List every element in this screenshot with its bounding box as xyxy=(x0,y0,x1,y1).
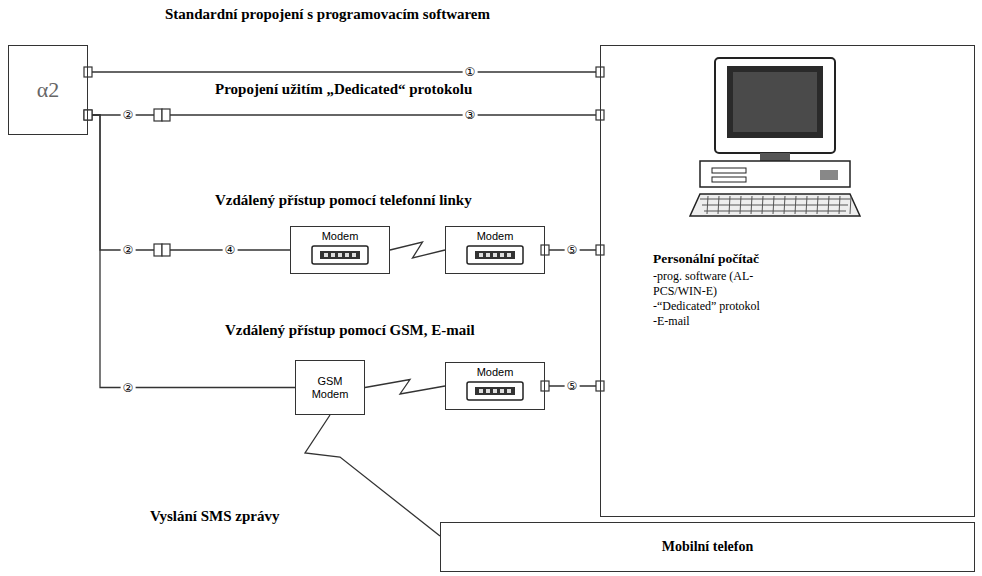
computer-feature: -“Dedicated” protokol xyxy=(653,299,964,314)
computer-box: Personální počítač -prog. software (AL-PC… xyxy=(600,45,975,517)
phone-name: Mobilní telefon xyxy=(662,539,753,555)
port-socket xyxy=(541,381,549,391)
radio-link xyxy=(365,380,445,395)
controller-box: α2 xyxy=(8,45,88,135)
computer-title: Personální počítač xyxy=(653,251,964,267)
cable-line xyxy=(88,71,600,72)
callout-number: ② xyxy=(121,244,136,256)
cable-connector xyxy=(162,109,170,121)
modem-box: Modem xyxy=(445,226,545,274)
port-socket xyxy=(84,110,92,120)
port-socket xyxy=(541,245,549,255)
callout-number: ① xyxy=(463,66,478,78)
computer-illustration xyxy=(690,58,860,216)
section-heading: Propojení užitím „Dedicated“ protokolu xyxy=(215,81,472,98)
cable-connector xyxy=(154,244,162,256)
callout-number: ② xyxy=(121,109,136,121)
callout-number: ⑤ xyxy=(565,244,580,256)
phone-box: Mobilní telefon xyxy=(440,522,975,572)
section-heading: Vyslání SMS zprávy xyxy=(150,508,279,525)
radio-link xyxy=(305,415,440,536)
cable-line xyxy=(88,115,295,388)
section-heading: Vzdálený přístup pomocí GSM, E-mail xyxy=(225,322,475,339)
modem-name: Modem xyxy=(449,366,541,378)
controller-name: α2 xyxy=(37,77,60,103)
modem-icon xyxy=(465,244,525,266)
callout-number: ⑤ xyxy=(565,380,580,392)
callout-number: ③ xyxy=(463,109,478,121)
port-socket xyxy=(84,67,92,77)
cable-connector xyxy=(154,109,162,121)
modem-box: Modem xyxy=(445,362,545,410)
gsm-modem-box: GSM Modem xyxy=(295,360,365,415)
modem-name: Modem xyxy=(449,230,541,242)
port-socket xyxy=(84,110,92,120)
cable-connector xyxy=(162,244,170,256)
section-heading: Standardní propojení s programovacím sof… xyxy=(165,6,490,23)
modem-name: GSM Modem xyxy=(305,375,355,401)
section-heading: Vzdálený přístup pomocí telefonní linky xyxy=(215,192,472,209)
modem-box: Modem xyxy=(290,226,390,274)
callout-number: ④ xyxy=(223,244,238,256)
modem-icon xyxy=(310,244,370,266)
computer-feature: -prog. software (AL-PCS/WIN-E) xyxy=(653,269,783,299)
radio-link xyxy=(390,242,445,258)
computer-feature: -E-mail xyxy=(653,314,964,329)
callout-number: ② xyxy=(121,382,136,394)
modem-name: Modem xyxy=(294,230,386,242)
cable-line xyxy=(88,115,290,250)
modem-icon xyxy=(465,380,525,402)
